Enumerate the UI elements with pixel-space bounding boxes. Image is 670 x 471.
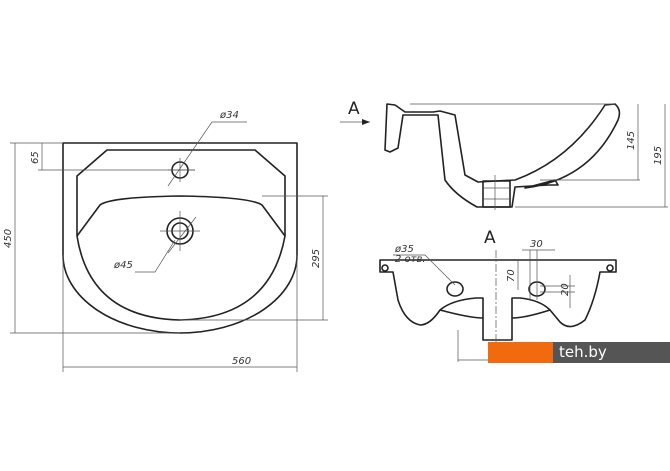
front-view-a: A ø35 2 отв. 30 70 20 — [379, 228, 617, 362]
dim-65: 65 — [30, 151, 41, 164]
sink-outline — [62, 142, 298, 334]
dim-295: 295 — [311, 249, 322, 268]
dim-560: 560 — [232, 356, 251, 367]
dim-30: 30 — [530, 239, 543, 250]
dim-drain-hole: ø45 — [113, 260, 133, 271]
side-drain — [482, 180, 511, 208]
top-view: 450 65 295 560 ø34 ø45 — [3, 110, 328, 372]
dim-145: 145 — [626, 131, 637, 150]
front-view-label: A — [484, 228, 496, 248]
inner-rim — [76, 149, 286, 321]
dim-450: 450 — [3, 229, 14, 248]
view-arrow-label: A — [348, 99, 360, 119]
bowl-edge — [76, 195, 286, 237]
watermark-logo: teh.by — [488, 342, 670, 363]
dim-mount-holes: ø35 — [394, 244, 414, 255]
dim-20: 20 — [560, 283, 571, 296]
dim-195: 195 — [653, 146, 664, 165]
logo-text: teh.by — [553, 342, 670, 363]
logo-orange-block — [488, 342, 553, 363]
mount-hole-left — [446, 281, 464, 297]
dim-mount-holes-count: 2 отв. — [395, 254, 426, 265]
dim-70: 70 — [506, 269, 517, 282]
side-view: A 145 195 — [340, 99, 668, 210]
dim-tap-hole: ø34 — [219, 110, 239, 121]
